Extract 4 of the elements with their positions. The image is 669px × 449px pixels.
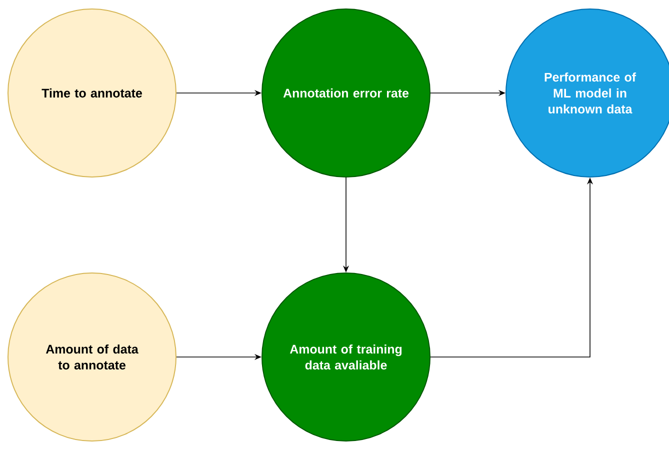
circle-node: Amount of training data avaliable [262, 272, 430, 442]
circle-node: Annotation error rate [262, 8, 430, 178]
circle-node: Amount of data to annotate [8, 272, 176, 442]
circle-node: Time to annotate [8, 8, 176, 178]
